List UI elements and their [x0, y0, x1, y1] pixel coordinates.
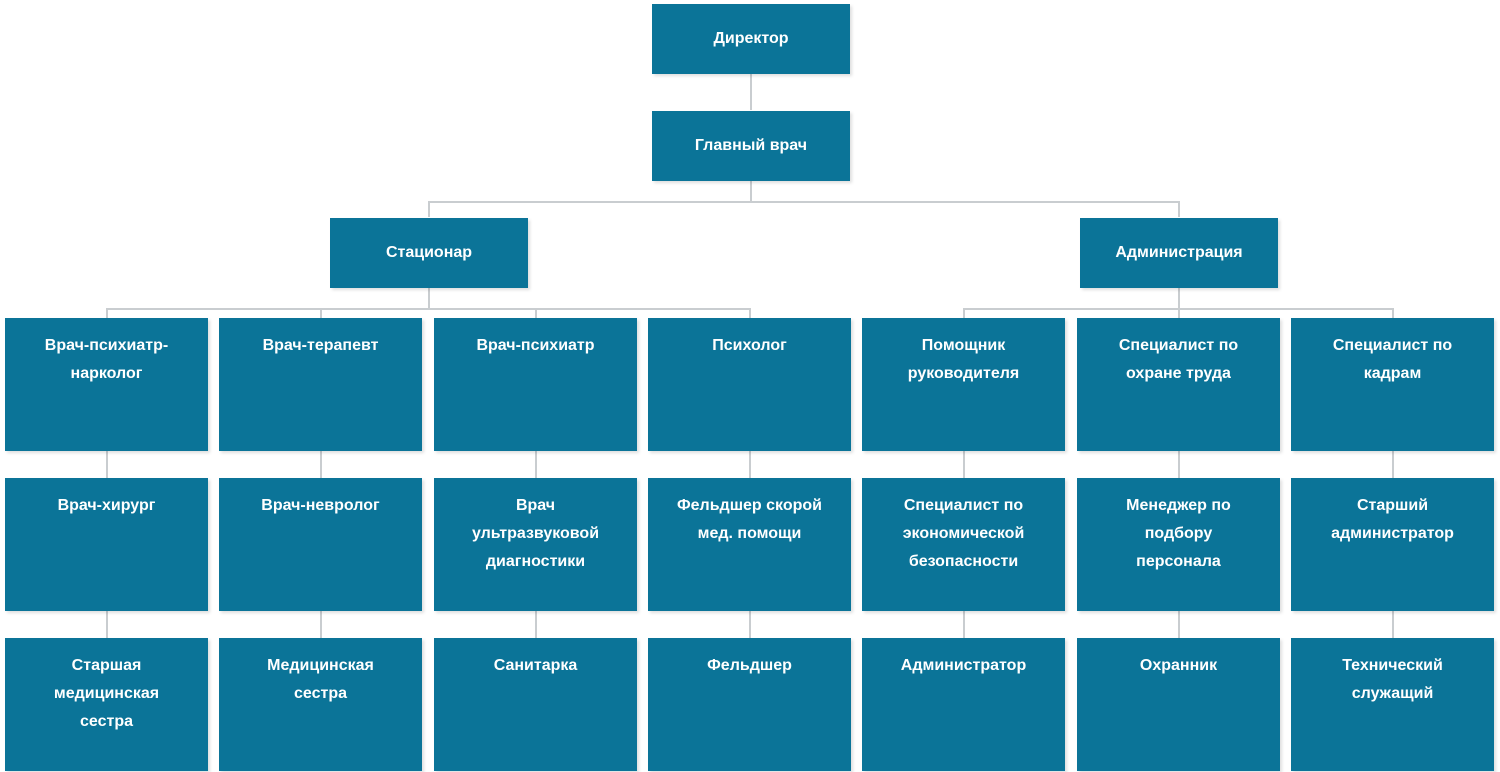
node-hosp-r2-c1[interactable]: Врач-хирург: [5, 478, 208, 611]
node-hosp-r1-c4-label: Психолог: [712, 337, 787, 354]
node-hosp-r2-c2-label: Врач-невролог: [261, 497, 380, 514]
node-adm-r3-c3[interactable]: Технический служащий: [1291, 638, 1494, 771]
connector-col3-r1-r2: [535, 451, 537, 478]
connector-director-to-chief: [750, 74, 752, 110]
node-hosp-r3-c2-label: Медицинская сестра: [267, 657, 374, 702]
node-adm-r1-c3[interactable]: Специалист по кадрам: [1291, 318, 1494, 451]
node-hosp-r2-c4-label: Фельдшер скорой мед. помощи: [676, 497, 822, 542]
node-chief-doctor[interactable]: Главный врач: [652, 111, 850, 181]
node-hosp-r2-c2[interactable]: Врач-невролог: [219, 478, 422, 611]
node-hosp-r3-c4[interactable]: Фельдшер: [648, 638, 851, 771]
node-hosp-r3-c4-label: Фельдшер: [707, 657, 792, 674]
node-hosp-r2-c3-label: Врач ультразвуковой диагностики: [471, 497, 600, 570]
node-hosp-r2-c1-label: Врач-хирург: [57, 497, 156, 514]
node-hosp-r3-c2[interactable]: Медицинская сестра: [219, 638, 422, 771]
node-hosp-r3-c1[interactable]: Старшая медицинская сестра: [5, 638, 208, 771]
node-chief-doctor-label: Главный врач: [694, 137, 808, 154]
connector-chief-down-stub: [750, 181, 752, 202]
connector-col6-r1-r2: [1178, 451, 1180, 478]
connector-admin-bus-to-c1: [963, 308, 965, 318]
node-hosp-r3-c3-label: Санитарка: [493, 657, 578, 674]
node-adm-r2-c1-label: Специалист по экономической безопасности: [902, 497, 1025, 570]
node-hosp-r2-c4[interactable]: Фельдшер скорой мед. помощи: [648, 478, 851, 611]
node-hosp-r1-c3[interactable]: Врач-психиатр: [434, 318, 637, 451]
node-adm-r1-c2[interactable]: Специалист по охране труда: [1077, 318, 1280, 451]
connector-bus-to-admin: [1178, 201, 1180, 217]
node-branch-hospital-label: Стационар: [385, 244, 473, 261]
connector-admin-bus-to-c3: [1392, 308, 1394, 318]
node-adm-r2-c1[interactable]: Специалист по экономической безопасности: [862, 478, 1065, 611]
connector-col7-r2-r3: [1392, 611, 1394, 638]
connector-admin-bus-to-c2: [1178, 308, 1180, 318]
connector-admin-down-stub: [1178, 288, 1180, 309]
node-adm-r1-c1-label: Помощник руководителя: [907, 337, 1020, 382]
connector-level2-bus: [428, 201, 1180, 203]
connector-col3-r2-r3: [535, 611, 537, 638]
connector-hospital-bus-to-c3: [535, 308, 537, 318]
node-adm-r3-c2-label: Охранник: [1139, 657, 1218, 674]
node-hosp-r1-c1-label: Врач-психиатр- нарколог: [44, 337, 169, 382]
node-adm-r1-c1[interactable]: Помощник руководителя: [862, 318, 1065, 451]
node-adm-r2-c2-label: Менеджер по подбору персонала: [1126, 497, 1231, 570]
connector-hospital-bus-to-c4: [749, 308, 751, 318]
node-hosp-r1-c1[interactable]: Врач-психиатр- нарколог: [5, 318, 208, 451]
connector-col4-r1-r2: [749, 451, 751, 478]
node-director[interactable]: Директор: [652, 4, 850, 74]
node-adm-r1-c3-label: Специалист по кадрам: [1332, 337, 1453, 382]
node-hosp-r2-c3[interactable]: Врач ультразвуковой диагностики: [434, 478, 637, 611]
connector-hospital-bus-to-c1: [106, 308, 108, 318]
connector-col1-r2-r3: [106, 611, 108, 638]
connector-hospital-bus-to-c2: [320, 308, 322, 318]
node-branch-admin[interactable]: Администрация: [1080, 218, 1278, 288]
connector-col1-r1-r2: [106, 451, 108, 478]
connector-col5-r2-r3: [963, 611, 965, 638]
connector-bus-to-hospital: [428, 201, 430, 217]
connector-col6-r2-r3: [1178, 611, 1180, 638]
connector-col5-r1-r2: [963, 451, 965, 478]
connector-hospital-down-stub: [428, 288, 430, 309]
node-hosp-r1-c2[interactable]: Врач-терапевт: [219, 318, 422, 451]
node-adm-r2-c3[interactable]: Старший администратор: [1291, 478, 1494, 611]
node-adm-r2-c3-label: Старший администратор: [1331, 497, 1454, 542]
node-adm-r3-c1[interactable]: Администратор: [862, 638, 1065, 771]
connector-col4-r2-r3: [749, 611, 751, 638]
node-adm-r3-c3-label: Технический служащий: [1342, 657, 1443, 702]
node-adm-r3-c2[interactable]: Охранник: [1077, 638, 1280, 771]
node-adm-r2-c2[interactable]: Менеджер по подбору персонала: [1077, 478, 1280, 611]
node-hosp-r1-c3-label: Врач-психиатр: [476, 337, 595, 354]
node-director-label: Директор: [713, 30, 789, 47]
connector-col7-r1-r2: [1392, 451, 1394, 478]
connector-col2-r2-r3: [320, 611, 322, 638]
node-hosp-r3-c3[interactable]: Санитарка: [434, 638, 637, 771]
connector-col2-r1-r2: [320, 451, 322, 478]
node-adm-r3-c1-label: Администратор: [900, 657, 1027, 674]
node-adm-r1-c2-label: Специалист по охране труда: [1118, 337, 1239, 382]
node-branch-hospital[interactable]: Стационар: [330, 218, 528, 288]
node-hosp-r3-c1-label: Старшая медицинская сестра: [53, 657, 160, 730]
connector-hospital-bus: [106, 308, 751, 310]
node-hosp-r1-c2-label: Врач-терапевт: [262, 337, 379, 354]
node-branch-admin-label: Администрация: [1115, 244, 1243, 261]
node-hosp-r1-c4[interactable]: Психолог: [648, 318, 851, 451]
